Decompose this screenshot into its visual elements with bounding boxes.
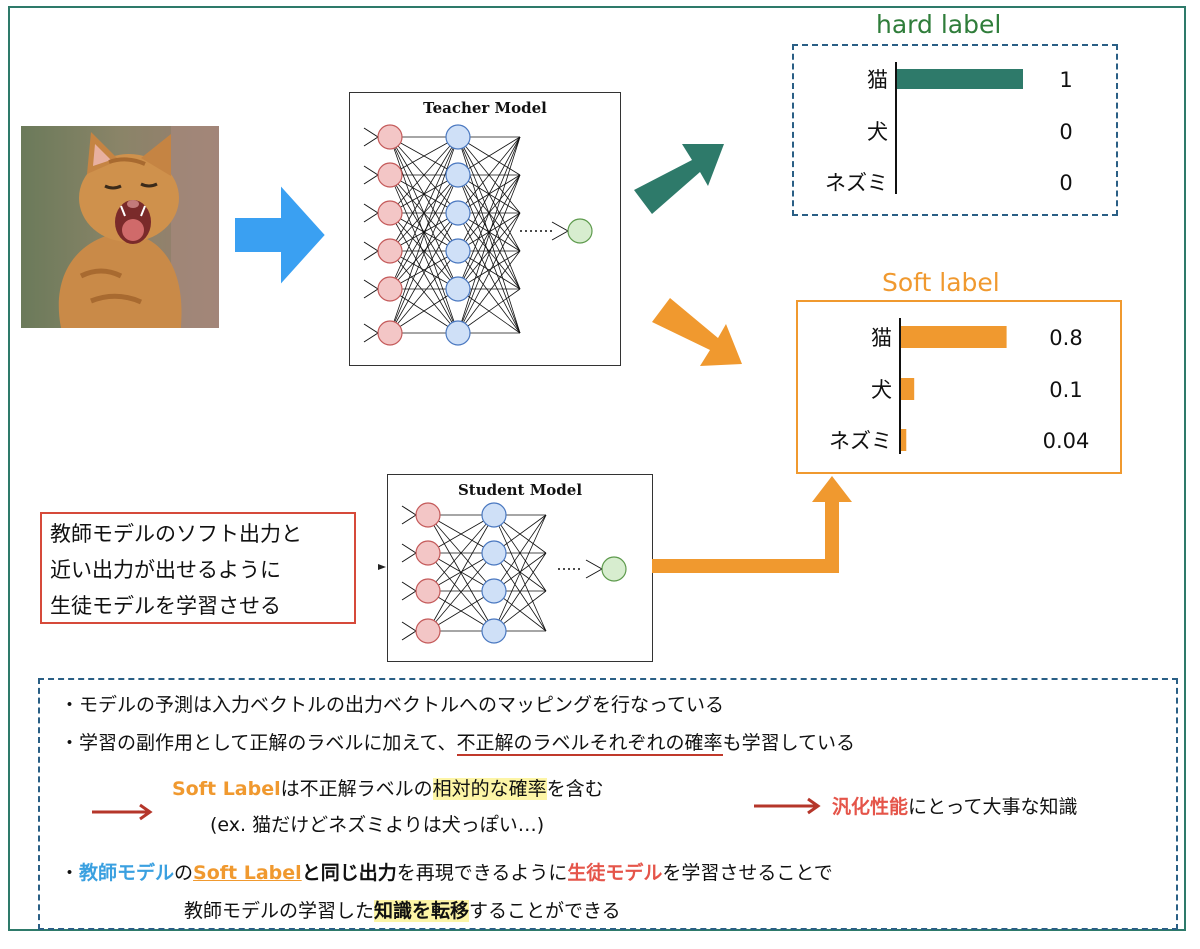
probability-bar <box>901 429 907 451</box>
class-label: 犬 <box>867 120 888 144</box>
input-neuron <box>415 578 441 604</box>
probability-bar <box>901 378 915 400</box>
summary-line-1: ・モデルの予測は入力ベクトルの出力ベクトルへのマッピングを行なっている <box>60 694 725 716</box>
teacher-model-term: 教師モデル <box>79 862 175 884</box>
soft-label-title: Soft label <box>882 268 1000 297</box>
output-neuron <box>567 218 593 244</box>
input-neuron <box>415 618 441 644</box>
class-label: ネズミ <box>825 171 888 195</box>
summary-line-6-end: することができる <box>469 900 621 922</box>
hidden-neuron <box>445 320 471 346</box>
summary-line-5-text: を再現できるように <box>396 862 568 884</box>
hidden-neuron <box>445 238 471 264</box>
hidden-neuron <box>445 124 471 150</box>
soft-label-term-underlined: Soft Label <box>193 862 302 884</box>
instruction-line-2: 近い出力が出せるように <box>50 558 281 582</box>
input-neuron <box>377 238 403 264</box>
input-neuron <box>377 200 403 226</box>
summary-line-6-text: 教師モデルの学習した <box>184 900 375 922</box>
red-arrow-right <box>754 797 821 815</box>
class-label: 猫 <box>867 68 888 92</box>
summary-line-5-bullet: ・ <box>60 862 80 884</box>
relative-probability-highlight: 相対的な確率 <box>432 778 547 800</box>
cat-photo <box>21 126 219 328</box>
input-neuron <box>377 124 403 150</box>
summary-line-3-end: を含む <box>546 778 604 800</box>
soft-label-term: Soft Label <box>172 778 281 800</box>
summary-line-2: ・学習の副作用として正解のラベルに加えて、不正解のラベルそれぞれの確率も学習して… <box>60 728 855 756</box>
teal-arrow <box>634 144 724 214</box>
hidden-neuron <box>445 162 471 188</box>
hidden-neuron <box>445 276 471 302</box>
summary-line-5-end: を学習させることで <box>662 862 833 884</box>
hidden-neuron <box>481 540 507 566</box>
input-neuron <box>377 162 403 188</box>
knowledge-transfer-highlight: 知識を転移 <box>374 900 470 922</box>
orange-arrow <box>652 298 742 366</box>
probability-value: 0 <box>1059 171 1072 195</box>
class-label: 犬 <box>871 378 892 402</box>
probability-value: 0.8 <box>1049 326 1082 350</box>
input-neuron <box>415 502 441 528</box>
probability-value: 0 <box>1059 120 1072 144</box>
hidden-neuron <box>445 200 471 226</box>
student-model-term: 生徒モデル <box>567 862 663 884</box>
summary-line-2-underlined: 不正解のラベルそれぞれの確率 <box>456 732 723 756</box>
hard-label-bars: 猫 1 犬 0 ネズミ 0 <box>825 62 1073 195</box>
teacher-model-box: Teacher Model <box>349 92 621 366</box>
probability-value: 0.1 <box>1049 378 1082 402</box>
hidden-neuron <box>481 578 507 604</box>
summary-line-3-right: 汎化性能にとって大事な知識 <box>832 792 1078 819</box>
summary-line-5: ・教師モデルのSoft Labelと同じ出力を再現できるように生徒モデルを学習さ… <box>60 858 833 885</box>
hard-label-panel: 猫 1 犬 0 ネズミ 0 <box>792 44 1118 216</box>
student-input-marker <box>378 564 386 570</box>
hidden-neuron <box>481 618 507 644</box>
class-label: ネズミ <box>829 429 892 453</box>
student-model-box: Student Model <box>387 474 653 662</box>
network-edges <box>363 127 569 343</box>
instruction-line-3: 生徒モデルを学習させる <box>50 594 281 618</box>
outer-frame <box>8 6 1186 931</box>
summary-line-5-particle: の <box>174 862 194 884</box>
probability-bar <box>901 326 1007 348</box>
soft-label-panel: 猫 0.8 犬 0.1 ネズミ 0.04 <box>796 300 1122 474</box>
summary-line-6: 教師モデルの学習した知識を転移することができる <box>184 896 621 923</box>
probability-value: 1 <box>1059 68 1072 92</box>
input-neuron <box>415 540 441 566</box>
summary-line-3: Soft Labelは不正解ラベルの相対的な確率を含む <box>172 774 604 801</box>
soft-label-bars: 猫 0.8 犬 0.1 ネズミ 0.04 <box>829 318 1090 454</box>
red-arrow-left <box>92 803 153 821</box>
summary-line-2-lead: ・学習の副作用として正解のラベルに加えて、 <box>60 732 457 754</box>
summary-line-2-tail: も学習している <box>722 732 855 754</box>
summary-line-4: (ex. 猫だけどネズミよりは犬っぽい…) <box>210 814 545 836</box>
input-neuron <box>377 320 403 346</box>
output-neuron <box>601 556 627 582</box>
hard-label-title: hard label <box>876 10 1002 39</box>
probability-bar <box>897 69 1023 89</box>
summary-box: ・モデルの予測は入力ベクトルの出力ベクトルへのマッピングを行なっている ・学習の… <box>38 678 1178 930</box>
class-label: 猫 <box>871 326 892 350</box>
instruction-line-1: 教師モデルのソフト出力と <box>50 522 302 546</box>
probability-value: 0.04 <box>1043 429 1090 453</box>
input-arrow <box>233 181 328 289</box>
hidden-neuron <box>481 502 507 528</box>
student-output-arrow <box>652 476 852 573</box>
student-network-diagram <box>401 502 627 644</box>
summary-line-3-text: は不正解ラベルの <box>280 778 433 800</box>
student-model-title: Student Model <box>457 481 583 499</box>
input-neuron <box>377 276 403 302</box>
instruction-box: 教師モデルのソフト出力と 近い出力が出せるように 生徒モデルを学習させる <box>40 512 356 624</box>
summary-line-3-right-text: にとって大事な知識 <box>908 796 1078 818</box>
teacher-network-diagram <box>363 124 593 346</box>
generalization-term: 汎化性能 <box>832 796 909 818</box>
same-output-term: と同じ出力 <box>301 862 397 884</box>
teacher-model-title: Teacher Model <box>423 99 547 117</box>
